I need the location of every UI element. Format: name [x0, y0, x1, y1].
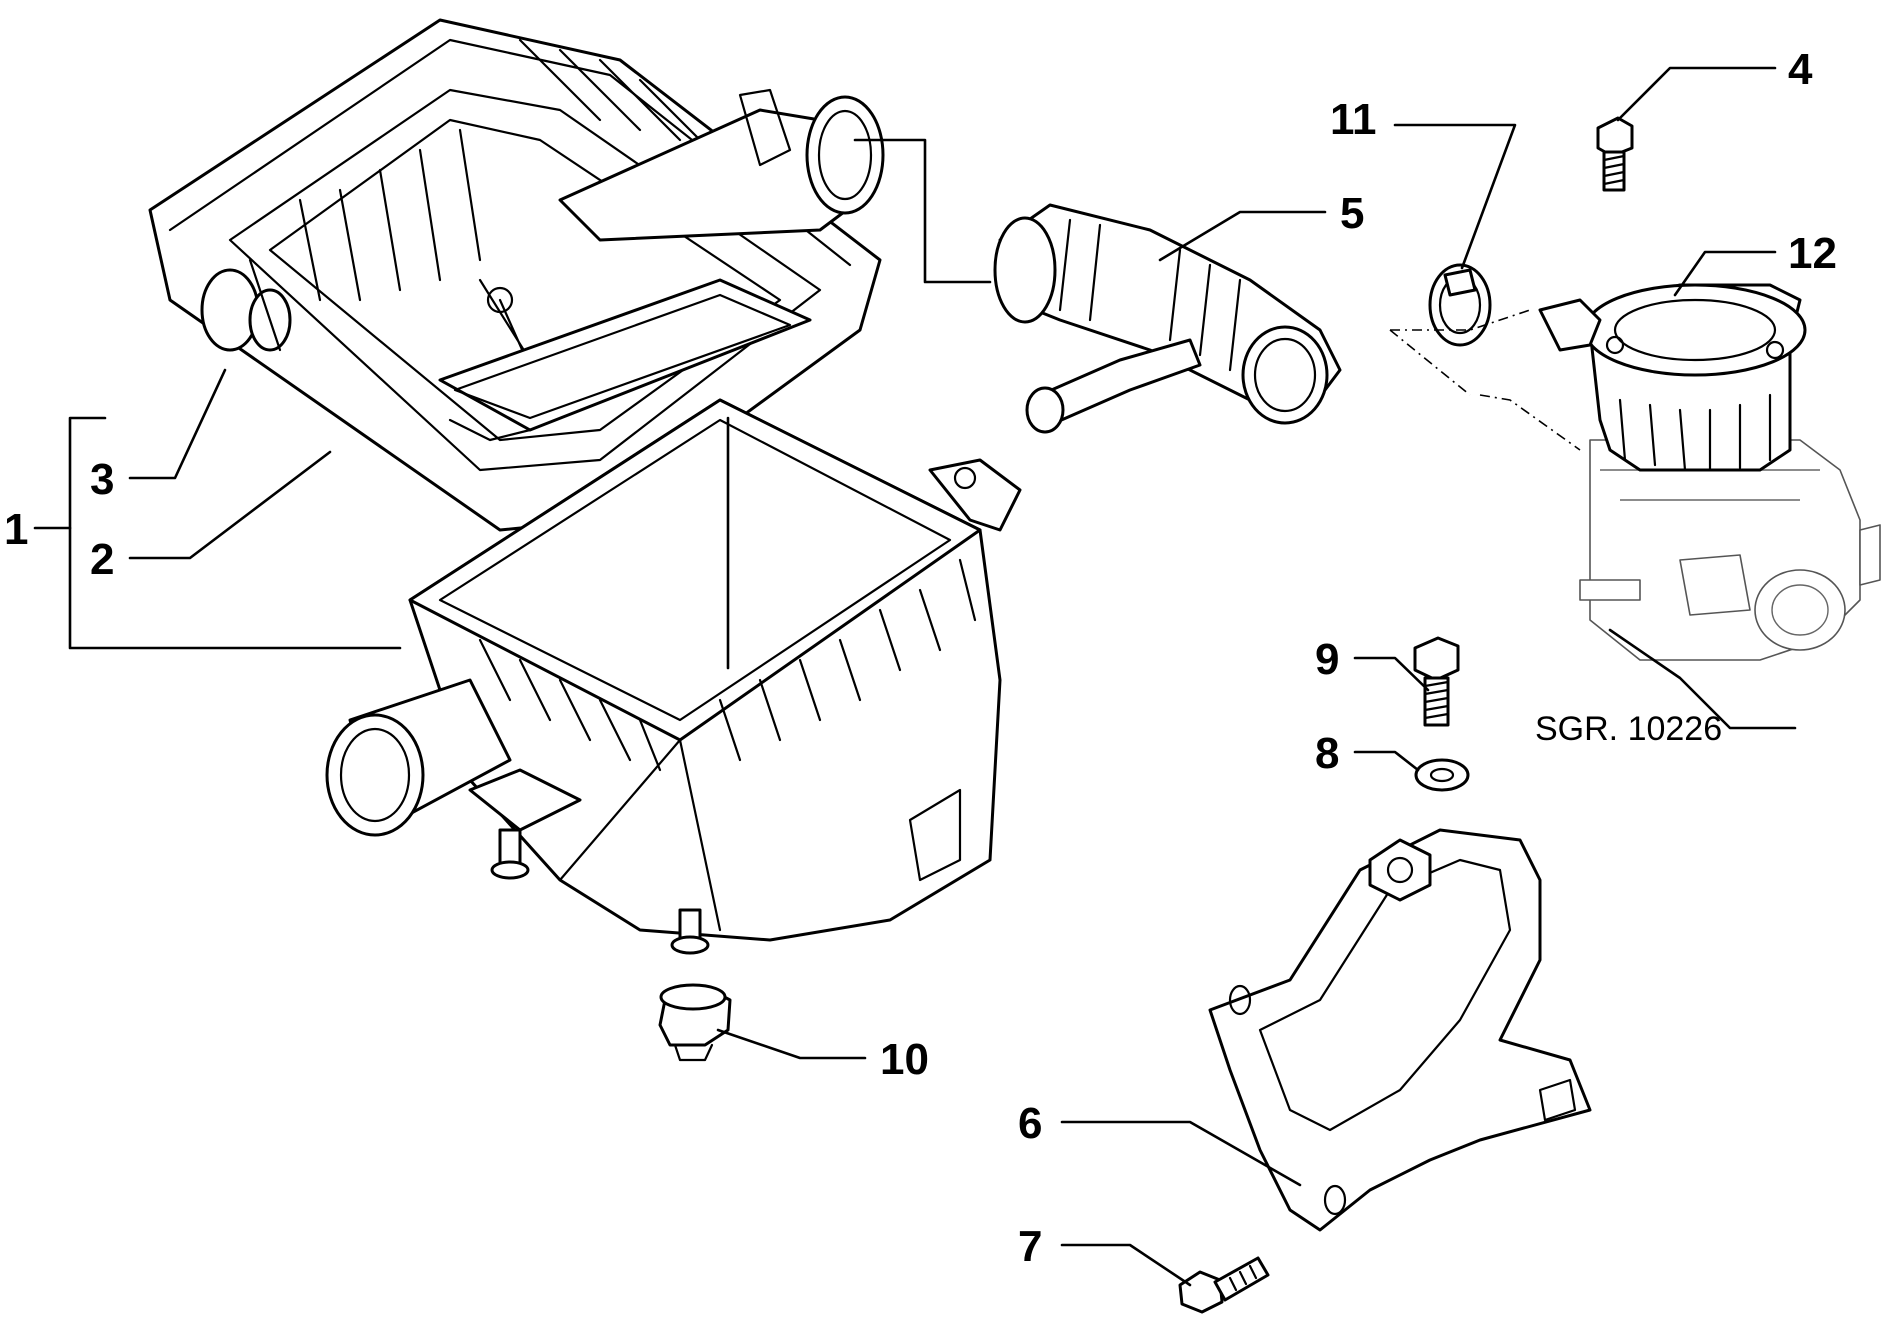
- callout-1: 1: [4, 505, 28, 554]
- reference-label: SGR. 10226: [1535, 710, 1722, 748]
- callout-4: 4: [1788, 45, 1813, 94]
- callout-5: 5: [1340, 189, 1364, 238]
- leader-lines: [33, 66, 1797, 1287]
- washer-part-8: [1414, 758, 1470, 792]
- throttle-body-ghost: [1579, 439, 1881, 661]
- callout-7: 7: [1018, 1222, 1042, 1271]
- callout-10: 10: [880, 1035, 929, 1084]
- air-filter-box: [325, 398, 1022, 955]
- callout-8: 8: [1315, 729, 1339, 778]
- intake-hose-part-5: [993, 203, 1342, 434]
- callout-2: 2: [90, 535, 114, 584]
- callout-11: 11: [1330, 95, 1377, 144]
- bolt-part-7: [1178, 1256, 1270, 1314]
- bolt-part-4: [1596, 116, 1634, 192]
- callout-labels: 1 2 3 4 5 6 7 8 9 10 11 12 SGR. 10226: [4, 45, 1837, 1271]
- filter-element: [438, 278, 812, 442]
- callout-12: 12: [1788, 229, 1837, 278]
- hose-clamp-part-11: [1428, 263, 1492, 347]
- callout-3: 3: [90, 455, 114, 504]
- callout-9: 9: [1315, 635, 1339, 684]
- callout-6: 6: [1018, 1099, 1042, 1148]
- bracket-part-6: [1208, 828, 1592, 1232]
- air-filter-cover: [148, 18, 885, 532]
- valve-part-12: [1538, 283, 1881, 661]
- grommet-part-10: [658, 983, 732, 1062]
- bolt-part-9: [1413, 636, 1460, 727]
